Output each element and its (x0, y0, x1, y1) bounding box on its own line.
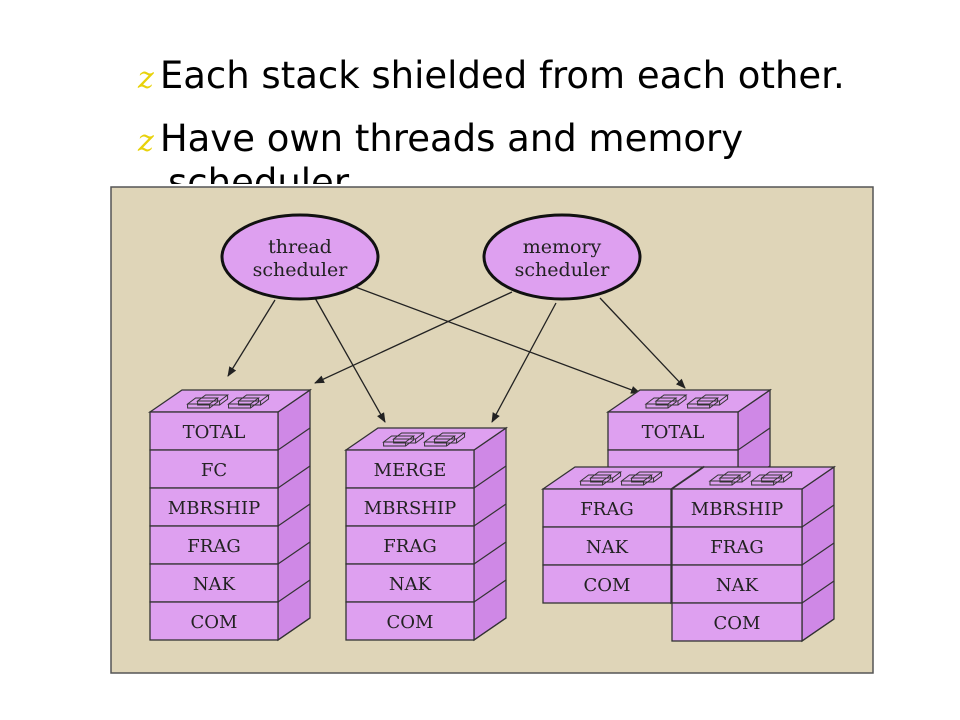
connector-icon (750, 474, 784, 486)
layer-side-edge (473, 503, 507, 527)
connector-icon (654, 394, 688, 406)
layer-box (345, 525, 475, 565)
layer-label: MERGE (374, 460, 447, 481)
layer-label: NAK (716, 575, 759, 596)
layer-label: FC (201, 460, 227, 481)
layer-box (149, 411, 279, 451)
scheduler-ellipse (220, 213, 380, 301)
layer-label: COM (191, 612, 238, 633)
layer-box (345, 601, 475, 641)
layer-side-edge (277, 503, 311, 527)
stack-2: MERGE MBRSHIP FRAG NAK COM (343, 426, 509, 642)
layer-label: COM (584, 575, 631, 596)
layer-box (671, 488, 803, 528)
layer-label: NAK (389, 574, 432, 595)
layer-label: TOTAL (183, 422, 246, 443)
connector-icon (589, 471, 623, 483)
layer-label: MBRSHIP (691, 499, 783, 520)
arrow-line (491, 302, 557, 423)
layer-side-edge (277, 541, 311, 565)
bullet-2-continuation: scheduler. (168, 161, 358, 184)
layer-box (671, 602, 803, 642)
layer-side-edge (473, 541, 507, 565)
layer-label: FRAG (710, 537, 763, 558)
layer-side-edge (801, 504, 835, 528)
arrow-line (314, 291, 513, 384)
connector-icon (696, 394, 730, 406)
layer-side-edge (737, 427, 771, 451)
stack-1: TOTAL FC MBRSHIP FRAG NAK COM (147, 388, 313, 642)
bullet-1-text: Each stack shielded from each other. (159, 54, 845, 97)
bullet-mark-icon: z (138, 124, 154, 159)
arrows (227, 284, 686, 423)
connector-icon (630, 471, 664, 483)
connector-icon (392, 432, 426, 444)
scheduler-label-line2: scheduler (515, 259, 611, 281)
layer-label: MBRSHIP (168, 498, 260, 519)
layer-label: COM (714, 613, 761, 634)
layer-box (542, 564, 672, 604)
layer-label: MBRSHIP (364, 498, 456, 519)
arrow-line (599, 297, 686, 389)
stack-side-face (473, 426, 507, 642)
layer-label: NAK (193, 574, 236, 595)
connector-icon (196, 394, 230, 406)
connector-icon (237, 394, 271, 406)
layer-side-edge (801, 542, 835, 566)
layer-box (607, 411, 739, 451)
layer-box (149, 525, 279, 565)
layer-side-edge (277, 465, 311, 489)
layer-side-edge (277, 427, 311, 451)
layer-side-edge (473, 465, 507, 489)
scheduler-label-line2: scheduler (253, 259, 349, 281)
layer-box (149, 601, 279, 641)
connector-icon (718, 471, 752, 483)
layer-label: FRAG (383, 536, 436, 557)
connector-icon (423, 435, 457, 447)
connector-icon (579, 474, 613, 486)
layer-side-edge (801, 618, 835, 642)
layer-side-edge (801, 580, 835, 604)
layer-label: FRAG (187, 536, 240, 557)
scheduler-ellipse (482, 213, 642, 301)
layer-side-edge (277, 617, 311, 641)
connector-icon (644, 397, 678, 409)
scheduler-label-line1: thread (268, 236, 332, 258)
layer-box (542, 526, 672, 566)
layer-box (671, 526, 803, 566)
layer-side-edge (473, 579, 507, 603)
connector-icon (227, 397, 261, 409)
layer-label: COM (387, 612, 434, 633)
layer-side-edge (277, 579, 311, 603)
layer-box (345, 449, 475, 489)
bullet-mark-icon: z (138, 61, 154, 96)
arrow-line (227, 299, 276, 377)
stack-3-right: MBRSHIP FRAG NAK COM (669, 465, 837, 643)
connector-icon (186, 397, 220, 409)
arrow-line (349, 284, 641, 394)
layer-side-edge (473, 617, 507, 641)
layer-box (149, 487, 279, 527)
arrow-line (314, 297, 386, 423)
scheduler-label-line1: memory (523, 236, 602, 258)
layer-box (149, 449, 279, 489)
layer-label: NAK (586, 537, 629, 558)
layer-box (671, 564, 803, 604)
connector-icon (382, 435, 416, 447)
connector-icon (708, 474, 742, 486)
bullet-2-text: Have own threads and memory (159, 117, 744, 160)
layer-box (345, 563, 475, 603)
connector-icon (620, 474, 654, 486)
layer-label: FRAG (580, 499, 633, 520)
connector-icon (760, 471, 794, 483)
connector-icon (686, 397, 720, 409)
connector-icon (433, 432, 467, 444)
layer-label: TOTAL (642, 422, 705, 443)
